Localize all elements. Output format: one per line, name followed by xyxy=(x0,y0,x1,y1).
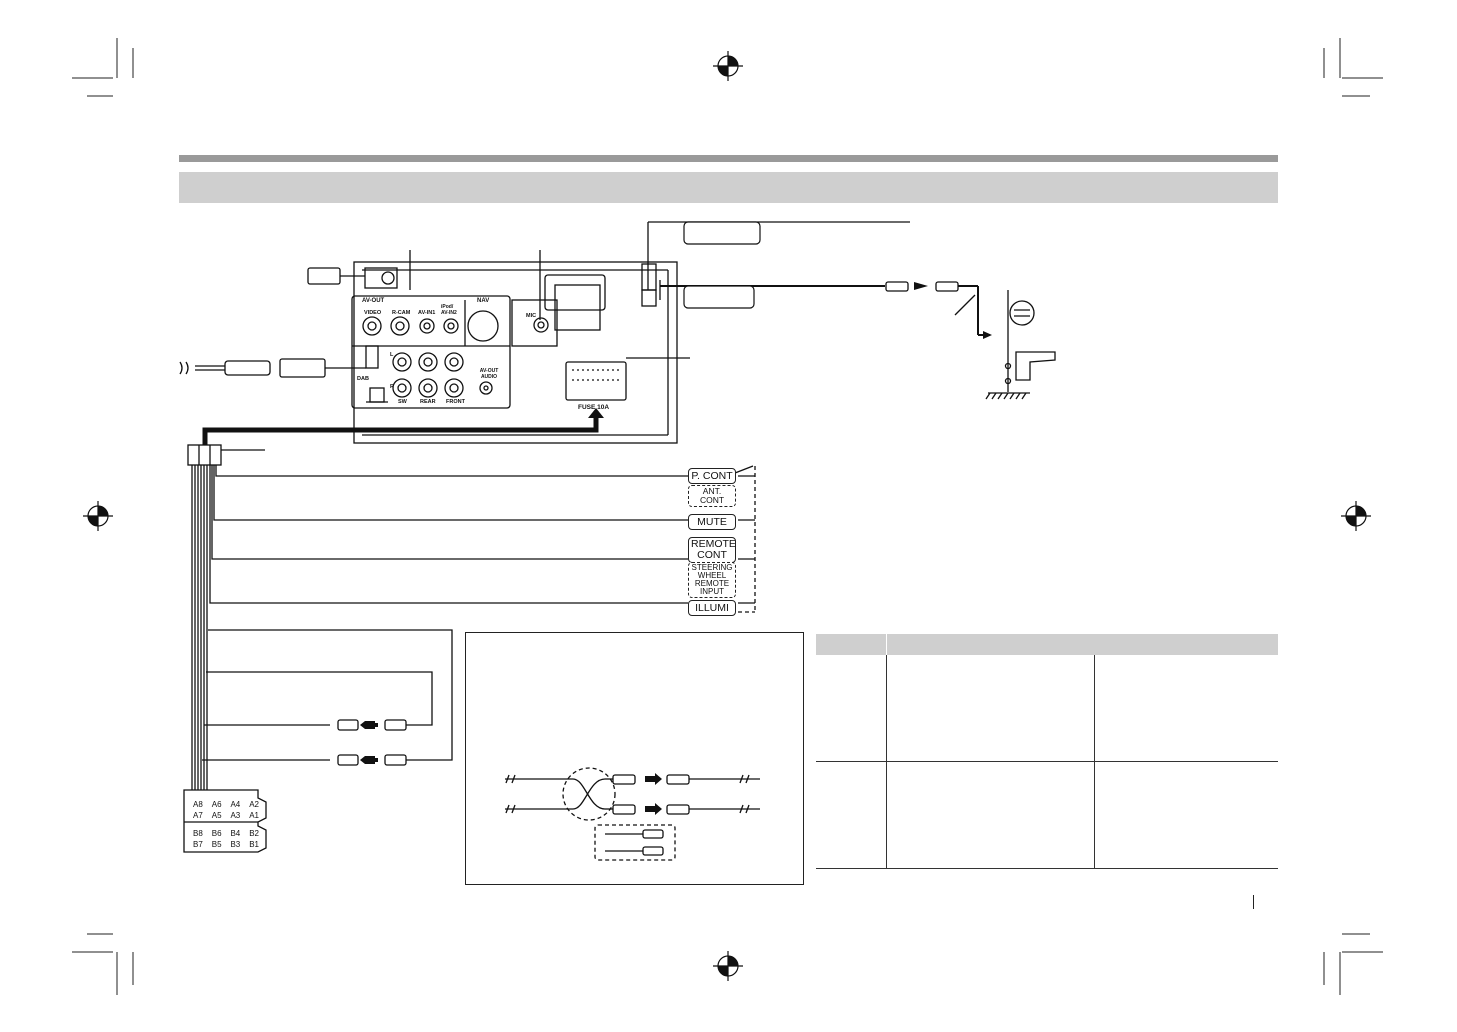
dab-label: DAB xyxy=(357,376,369,382)
r-cam-label: R-CAM xyxy=(392,310,411,316)
steering-wheel-remote-input-label: STEERING WHEEL REMOTE INPUT xyxy=(688,562,736,598)
av-out-audio-label: AV-OUT AUDIO xyxy=(479,368,499,380)
pin-label: A6 xyxy=(211,800,222,809)
pin-label: B7 xyxy=(193,840,203,849)
illumi-label: ILLUMI xyxy=(688,600,736,616)
ant-cont-label: ANT. CONT xyxy=(688,485,736,507)
section-heading-bar xyxy=(179,172,1278,203)
iso-row-a-bottom: A7 A5 A3 A1 xyxy=(193,811,259,820)
table-header-divider xyxy=(886,634,887,655)
inset-diagram xyxy=(505,767,760,861)
fuse-label: FUSE 10A xyxy=(578,404,610,411)
table-bottom-rule xyxy=(816,868,1278,869)
pin-label: B5 xyxy=(211,840,222,849)
pin-label: A1 xyxy=(249,811,259,820)
page-number-rule xyxy=(1253,895,1254,909)
sw-label: SW xyxy=(398,399,407,405)
pin-label: A4 xyxy=(230,800,241,809)
spec-table xyxy=(816,634,1278,870)
av-out-label: AV-OUT xyxy=(362,298,385,304)
av-in1-label: AV-IN1 xyxy=(418,310,436,316)
pin-label: A5 xyxy=(211,811,222,820)
video-label: VIDEO xyxy=(364,310,382,316)
header-rule xyxy=(179,155,1278,162)
pin-label: B4 xyxy=(230,829,241,838)
table-row-divider xyxy=(816,761,1278,762)
front-label: FRONT xyxy=(446,399,465,405)
table-header xyxy=(816,634,1278,655)
ipod-av-in2-label: iPod/ AV-IN2 xyxy=(441,304,457,316)
pin-label: A7 xyxy=(193,811,203,820)
right-channel-label: R xyxy=(390,384,394,390)
pin-label: A3 xyxy=(230,811,241,820)
iso-row-b-bottom: B7 B5 B3 B1 xyxy=(193,840,259,849)
mic-label: MIC xyxy=(526,313,537,319)
nav-label: NAV xyxy=(477,298,490,304)
rear-label: REAR xyxy=(420,399,436,405)
pin-label: B6 xyxy=(211,829,222,838)
iso-row-a-top: A8 A6 A4 A2 xyxy=(193,800,259,809)
pin-label: A8 xyxy=(193,800,203,809)
speaker-connection-inset xyxy=(465,632,804,885)
pin-label: B8 xyxy=(193,829,203,838)
p-cont-label: P. CONT xyxy=(688,468,736,484)
remote-cont-label: REMOTE CONT xyxy=(688,537,736,563)
pin-label: B3 xyxy=(230,840,241,849)
pin-label: B1 xyxy=(249,840,259,849)
mute-label: MUTE xyxy=(688,514,736,530)
pin-label: A2 xyxy=(249,800,259,809)
pin-label: B2 xyxy=(249,829,259,838)
left-channel-label: L xyxy=(390,352,394,358)
iso-row-b-top: B8 B6 B4 B2 xyxy=(193,829,259,838)
